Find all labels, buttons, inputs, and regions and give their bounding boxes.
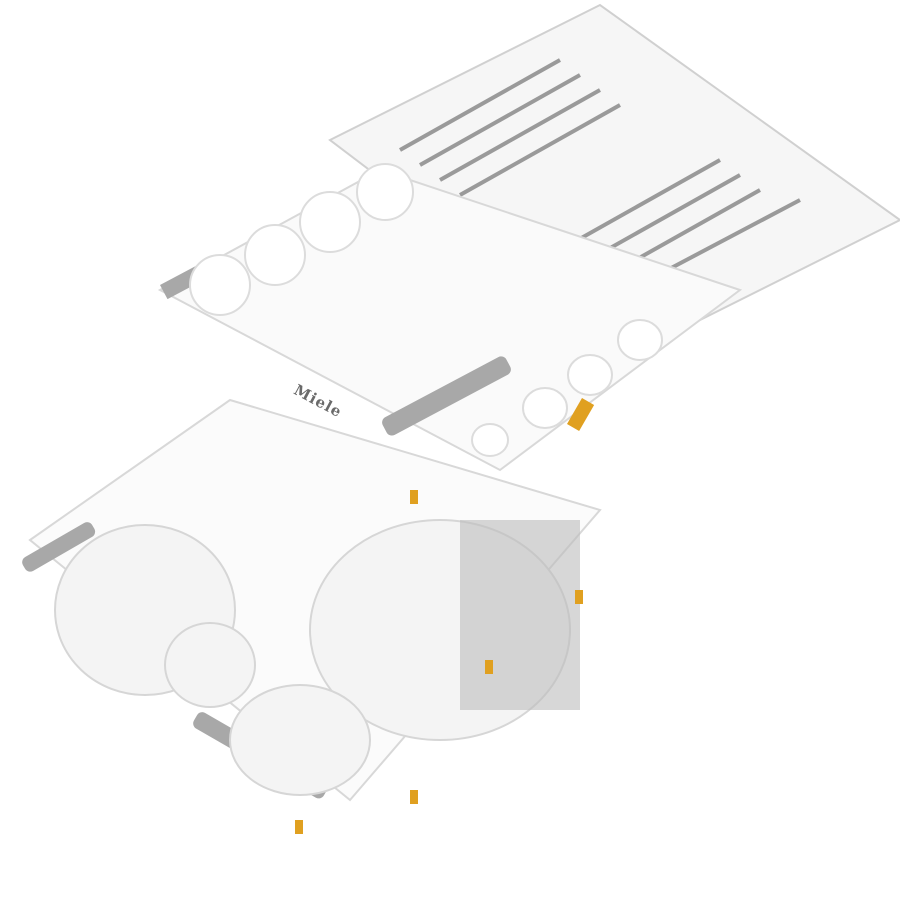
- cutlery-tray: [328, 3, 900, 362]
- upper-basket: [157, 163, 743, 472]
- lower-basket: [22, 398, 602, 834]
